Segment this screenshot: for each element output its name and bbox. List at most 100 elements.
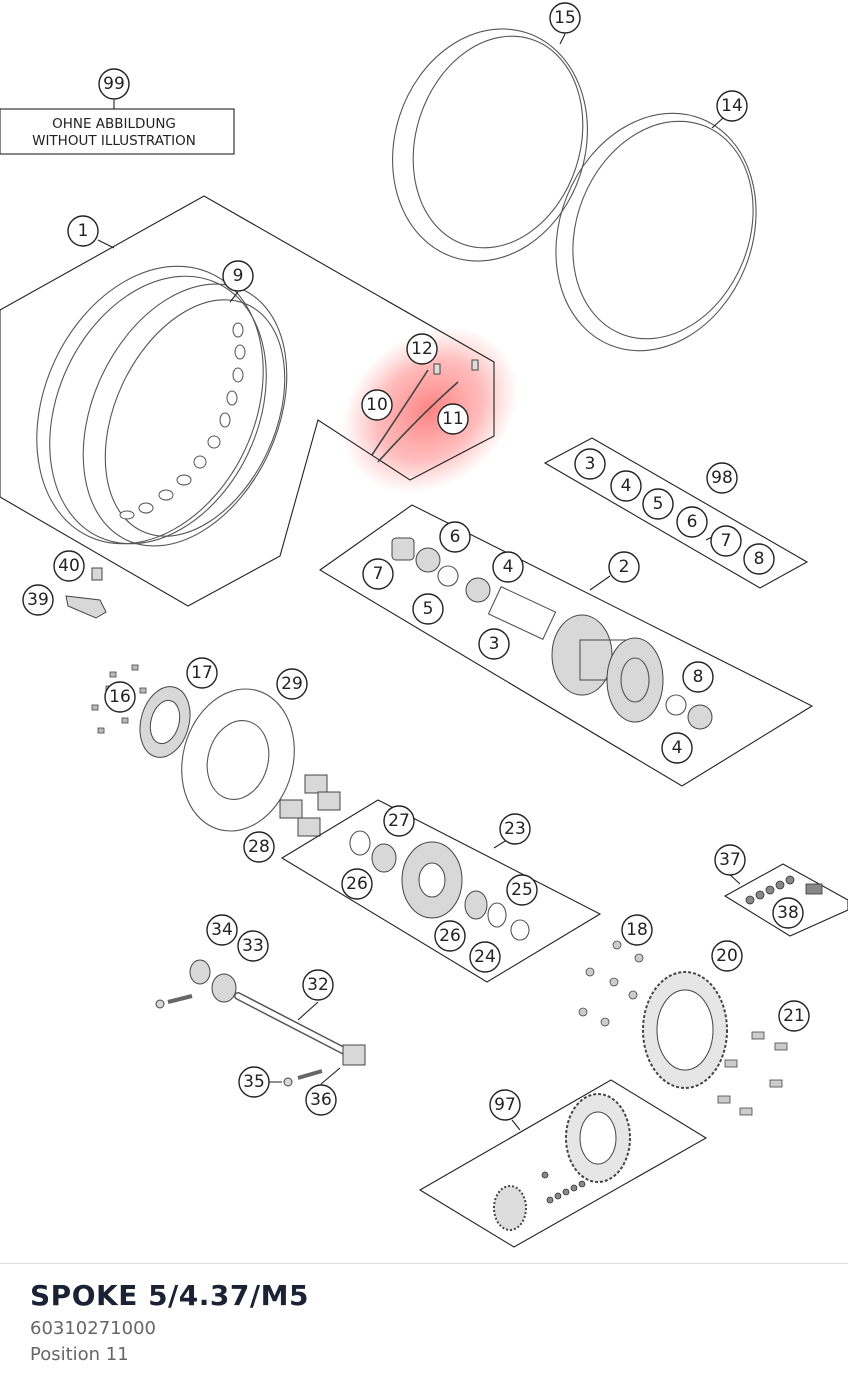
callout-25[interactable]: 25 bbox=[506, 874, 538, 906]
callout-35[interactable]: 35 bbox=[238, 1066, 270, 1098]
callout-7b[interactable]: 7 bbox=[362, 558, 394, 590]
part-position: Position 11 bbox=[30, 1344, 129, 1365]
svg-text:3: 3 bbox=[585, 454, 596, 474]
callout-34[interactable]: 34 bbox=[206, 914, 238, 946]
svg-text:39: 39 bbox=[27, 590, 49, 610]
svg-text:29: 29 bbox=[281, 674, 303, 694]
callout-16[interactable]: 16 bbox=[104, 681, 136, 713]
note-box bbox=[0, 108, 235, 155]
svg-text:26: 26 bbox=[346, 874, 368, 894]
svg-text:5: 5 bbox=[423, 599, 434, 619]
callout-18[interactable]: 18 bbox=[621, 914, 653, 946]
svg-text:99: 99 bbox=[103, 74, 125, 94]
callout-9[interactable]: 9 bbox=[222, 260, 254, 292]
svg-text:10: 10 bbox=[366, 395, 388, 415]
svg-text:5: 5 bbox=[653, 494, 664, 514]
chain-kit-drawing bbox=[493, 1093, 631, 1231]
callout-7a[interactable]: 7 bbox=[710, 525, 742, 557]
callout-27[interactable]: 27 bbox=[383, 805, 415, 837]
callout-4c[interactable]: 4 bbox=[661, 732, 693, 764]
callout-4b[interactable]: 4 bbox=[492, 551, 524, 583]
callout-97[interactable]: 97 bbox=[489, 1089, 521, 1121]
svg-text:7: 7 bbox=[373, 564, 384, 584]
svg-text:4: 4 bbox=[672, 738, 683, 758]
svg-text:17: 17 bbox=[191, 663, 213, 683]
callout-23[interactable]: 23 bbox=[499, 813, 531, 845]
callout-39[interactable]: 39 bbox=[22, 584, 54, 616]
callout-10[interactable]: 10 bbox=[361, 389, 393, 421]
svg-text:4: 4 bbox=[503, 557, 514, 577]
callout-36[interactable]: 36 bbox=[305, 1084, 337, 1116]
callout-5b[interactable]: 5 bbox=[412, 593, 444, 625]
svg-text:6: 6 bbox=[687, 512, 698, 532]
callout-38[interactable]: 38 bbox=[772, 897, 804, 929]
callout-11[interactable]: 11 bbox=[437, 403, 469, 435]
damper-rubbers-drawing bbox=[279, 774, 341, 837]
hub-drawing bbox=[391, 537, 713, 730]
svg-text:11: 11 bbox=[442, 409, 464, 429]
callout-29[interactable]: 29 bbox=[276, 668, 308, 700]
callout-28[interactable]: 28 bbox=[243, 831, 275, 863]
callout-20[interactable]: 20 bbox=[711, 940, 743, 972]
callout-4a[interactable]: 4 bbox=[610, 470, 642, 502]
callout-1[interactable]: 1 bbox=[67, 215, 99, 247]
callout-17[interactable]: 17 bbox=[186, 657, 218, 689]
part-number: 60310271000 bbox=[30, 1318, 156, 1339]
callout-98[interactable]: 98 bbox=[706, 462, 738, 494]
callout-15[interactable]: 15 bbox=[549, 2, 581, 34]
chain-frame bbox=[723, 863, 848, 937]
rear-sprocket-drawing bbox=[578, 940, 788, 1116]
svg-text:23: 23 bbox=[504, 819, 526, 839]
svg-text:21: 21 bbox=[783, 1006, 805, 1026]
divider bbox=[0, 1263, 848, 1264]
callout-5a[interactable]: 5 bbox=[642, 488, 674, 520]
svg-text:35: 35 bbox=[243, 1072, 265, 1092]
chain-drawing bbox=[745, 875, 823, 905]
callout-37[interactable]: 37 bbox=[714, 844, 746, 876]
callout-2[interactable]: 2 bbox=[608, 551, 640, 583]
callout-12[interactable]: 12 bbox=[406, 333, 438, 365]
rim-band-drawing bbox=[555, 112, 757, 352]
selected-part-highlight bbox=[342, 326, 518, 494]
callout-8a[interactable]: 8 bbox=[743, 543, 775, 575]
svg-text:28: 28 bbox=[248, 837, 270, 857]
svg-text:25: 25 bbox=[511, 880, 533, 900]
wheel-assembly-frame bbox=[0, 195, 495, 607]
callout-3a[interactable]: 3 bbox=[574, 448, 606, 480]
note-line-2: WITHOUT ILLUSTRATION bbox=[32, 133, 196, 149]
callout-26b[interactable]: 26 bbox=[434, 920, 466, 952]
svg-text:16: 16 bbox=[109, 687, 131, 707]
svg-text:27: 27 bbox=[388, 811, 410, 831]
axle-drawing bbox=[155, 959, 366, 1087]
svg-text:98: 98 bbox=[711, 468, 733, 488]
callout-8b[interactable]: 8 bbox=[682, 661, 714, 693]
callout-3b[interactable]: 3 bbox=[478, 628, 510, 660]
sprocket-carrier-frame bbox=[280, 799, 602, 983]
svg-text:24: 24 bbox=[474, 947, 496, 967]
svg-text:15: 15 bbox=[554, 8, 576, 28]
svg-text:37: 37 bbox=[719, 850, 741, 870]
svg-text:12: 12 bbox=[411, 339, 433, 359]
svg-text:14: 14 bbox=[721, 96, 743, 116]
callout-21[interactable]: 21 bbox=[778, 1000, 810, 1032]
svg-text:20: 20 bbox=[716, 946, 738, 966]
spokes-drawing bbox=[371, 359, 479, 463]
callout-99[interactable]: 99 bbox=[98, 68, 130, 100]
callout-24[interactable]: 24 bbox=[469, 941, 501, 973]
svg-text:6: 6 bbox=[450, 527, 461, 547]
svg-text:1: 1 bbox=[78, 221, 89, 241]
exploded-parts-diagram: OHNE ABBILDUNG WITHOUT ILLUSTRATION bbox=[0, 2, 848, 1248]
rim-tape-drawing bbox=[392, 28, 588, 262]
callout-26a[interactable]: 26 bbox=[341, 868, 373, 900]
svg-text:32: 32 bbox=[307, 975, 329, 995]
callout-6a[interactable]: 6 bbox=[676, 506, 708, 538]
svg-text:36: 36 bbox=[310, 1090, 332, 1110]
callout-40[interactable]: 40 bbox=[53, 550, 85, 582]
rim-drawing bbox=[36, 265, 288, 547]
hub-frame bbox=[318, 504, 814, 787]
svg-text:97: 97 bbox=[494, 1095, 516, 1115]
callout-6b[interactable]: 6 bbox=[439, 521, 471, 553]
callout-33[interactable]: 33 bbox=[237, 930, 269, 962]
callout-14[interactable]: 14 bbox=[716, 90, 748, 122]
callout-32[interactable]: 32 bbox=[302, 969, 334, 1001]
